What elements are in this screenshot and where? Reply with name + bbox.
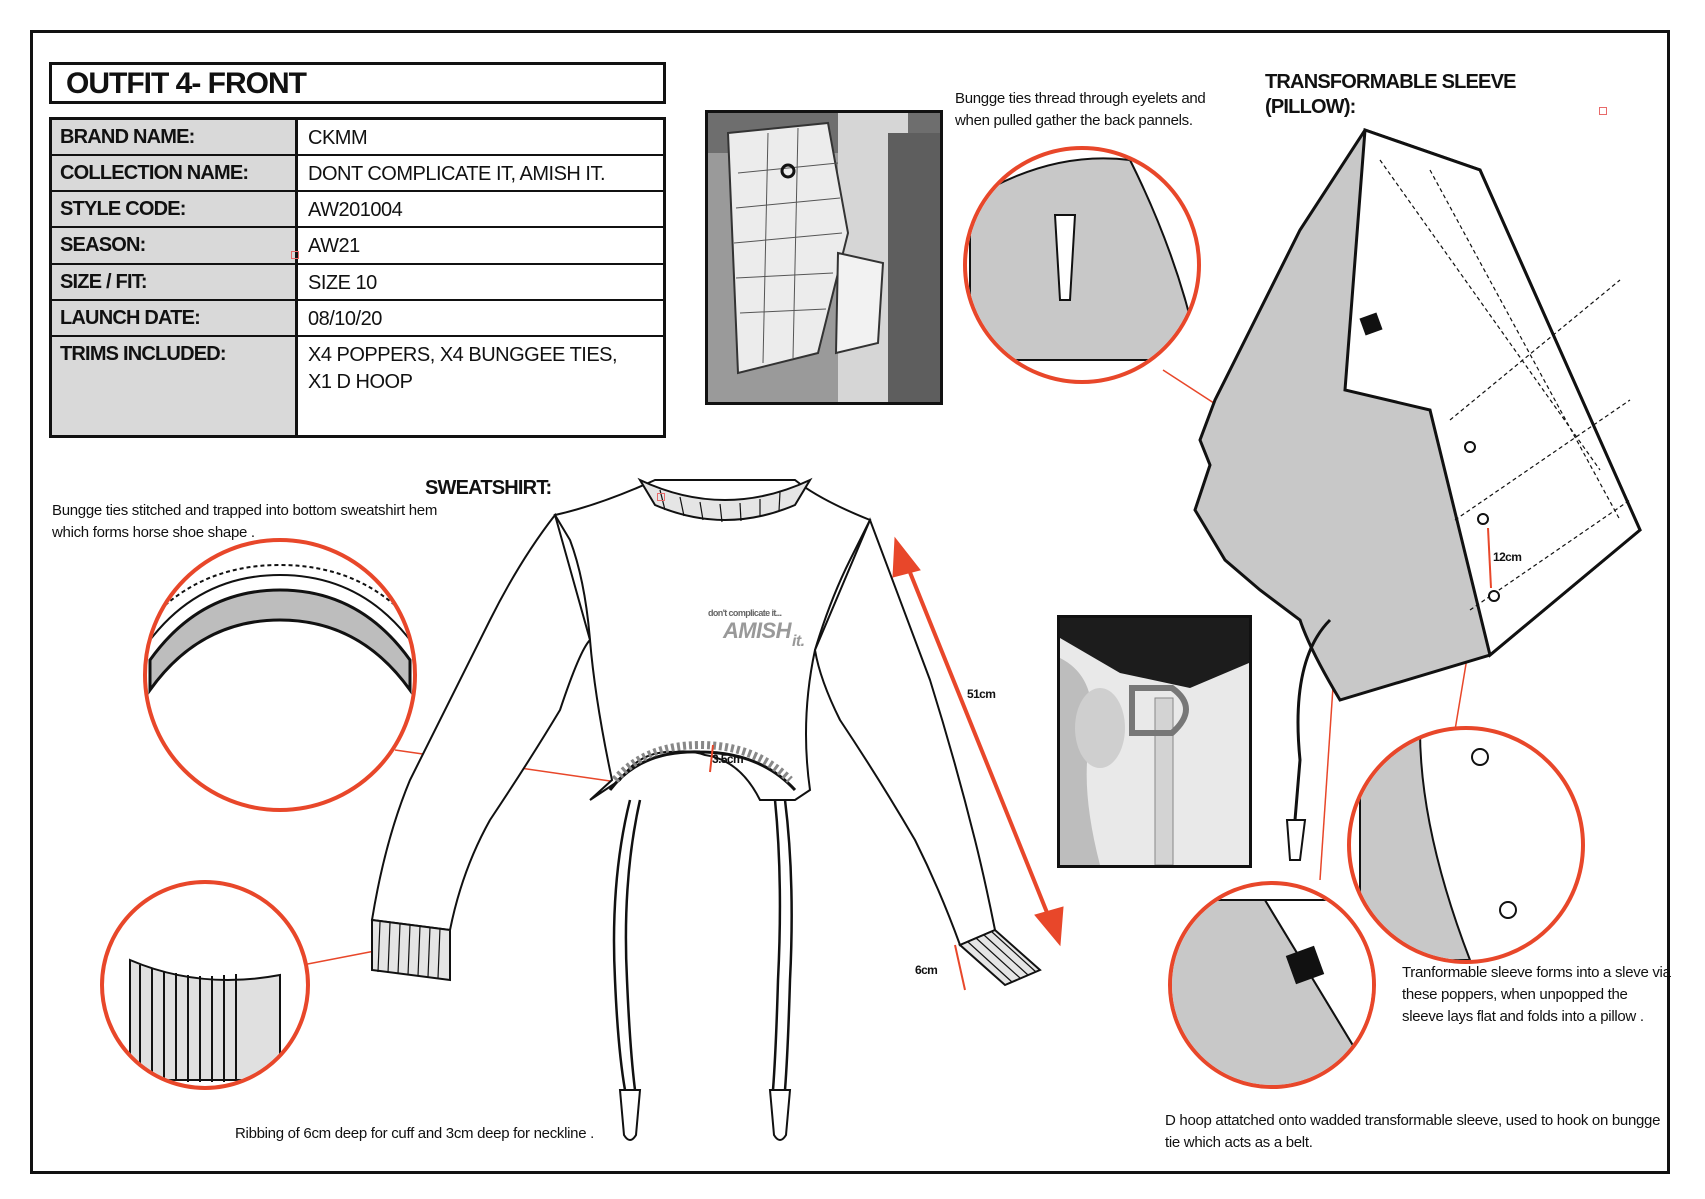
spec-row-size: SIZE / FIT: SIZE 10 xyxy=(52,265,663,301)
dim-6cm: 6cm xyxy=(915,963,938,977)
print-line2: AMISH xyxy=(723,618,791,643)
rib-note: Ribbing of 6cm deep for cuff and 3cm dee… xyxy=(235,1125,594,1142)
spec-table: BRAND NAME: CKMM COLLECTION NAME: DONT C… xyxy=(49,117,666,438)
page-title: OUTFIT 4- FRONT xyxy=(66,67,307,100)
spec-label: LAUNCH DATE: xyxy=(52,301,298,335)
edit-marker xyxy=(1599,107,1607,115)
print-line3: it. xyxy=(792,633,805,650)
popper-note: Tranformable sleeve forms into a sleve v… xyxy=(1402,964,1671,1025)
hem-note: Bungge ties stitched and trapped into bo… xyxy=(52,502,438,541)
spec-row-trims: TRIMS INCLUDED: X4 POPPERS, X4 BUNGGEE T… xyxy=(52,337,663,435)
spec-row-launch: LAUNCH DATE: 08/10/20 xyxy=(52,301,663,337)
d-hoop-photo xyxy=(1057,615,1252,868)
spec-value: SIZE 10 xyxy=(308,272,377,294)
dim-12cm: 12cm xyxy=(1493,550,1522,564)
spec-value: 08/10/20 xyxy=(308,308,382,330)
spec-label: COLLECTION NAME: xyxy=(52,156,298,190)
spec-label: BRAND NAME: xyxy=(52,120,298,154)
edit-marker xyxy=(291,251,299,259)
spec-value: CKMM xyxy=(308,127,368,149)
spec-value: AW201004 xyxy=(308,199,403,221)
edit-marker xyxy=(657,493,665,501)
print-line1: don't complicate it... xyxy=(708,608,782,618)
spec-value: X4 POPPERS, X4 BUNGGEE TIES, X1 D HOOP xyxy=(308,344,618,393)
spec-row-brand: BRAND NAME: CKMM xyxy=(52,120,663,156)
sweatshirt-heading: SWEATSHIRT: xyxy=(425,477,552,499)
garment-photo xyxy=(705,110,943,405)
spec-row-season: SEASON: AW21 xyxy=(52,228,663,265)
spec-value: AW21 xyxy=(308,235,360,257)
spec-label: SIZE / FIT: xyxy=(52,265,298,299)
garment-photo-image xyxy=(708,113,940,402)
bungee-note: Bungge ties thread through eyelets and w… xyxy=(955,90,1206,129)
d-hoop-photo-image xyxy=(1060,618,1249,865)
spec-label: TRIMS INCLUDED: xyxy=(52,337,298,435)
spec-value: DONT COMPLICATE IT, AMISH IT. xyxy=(308,163,606,185)
spec-row-style-code: STYLE CODE: AW201004 xyxy=(52,192,663,228)
sleeve-heading: TRANSFORMABLE SLEEVE (PILLOW): xyxy=(1265,71,1516,118)
dim-51cm: 51cm xyxy=(967,687,996,701)
spec-label: SEASON: xyxy=(52,228,298,263)
sheet-border xyxy=(30,30,1670,1174)
spec-row-collection: COLLECTION NAME: DONT COMPLICATE IT, AMI… xyxy=(52,156,663,192)
dhoop-note: D hoop attatched onto wadded transformab… xyxy=(1165,1112,1661,1151)
dim-3-5cm: 3.5cm xyxy=(712,752,744,766)
title-box: OUTFIT 4- FRONT xyxy=(49,62,666,104)
spec-label: STYLE CODE: xyxy=(52,192,298,226)
